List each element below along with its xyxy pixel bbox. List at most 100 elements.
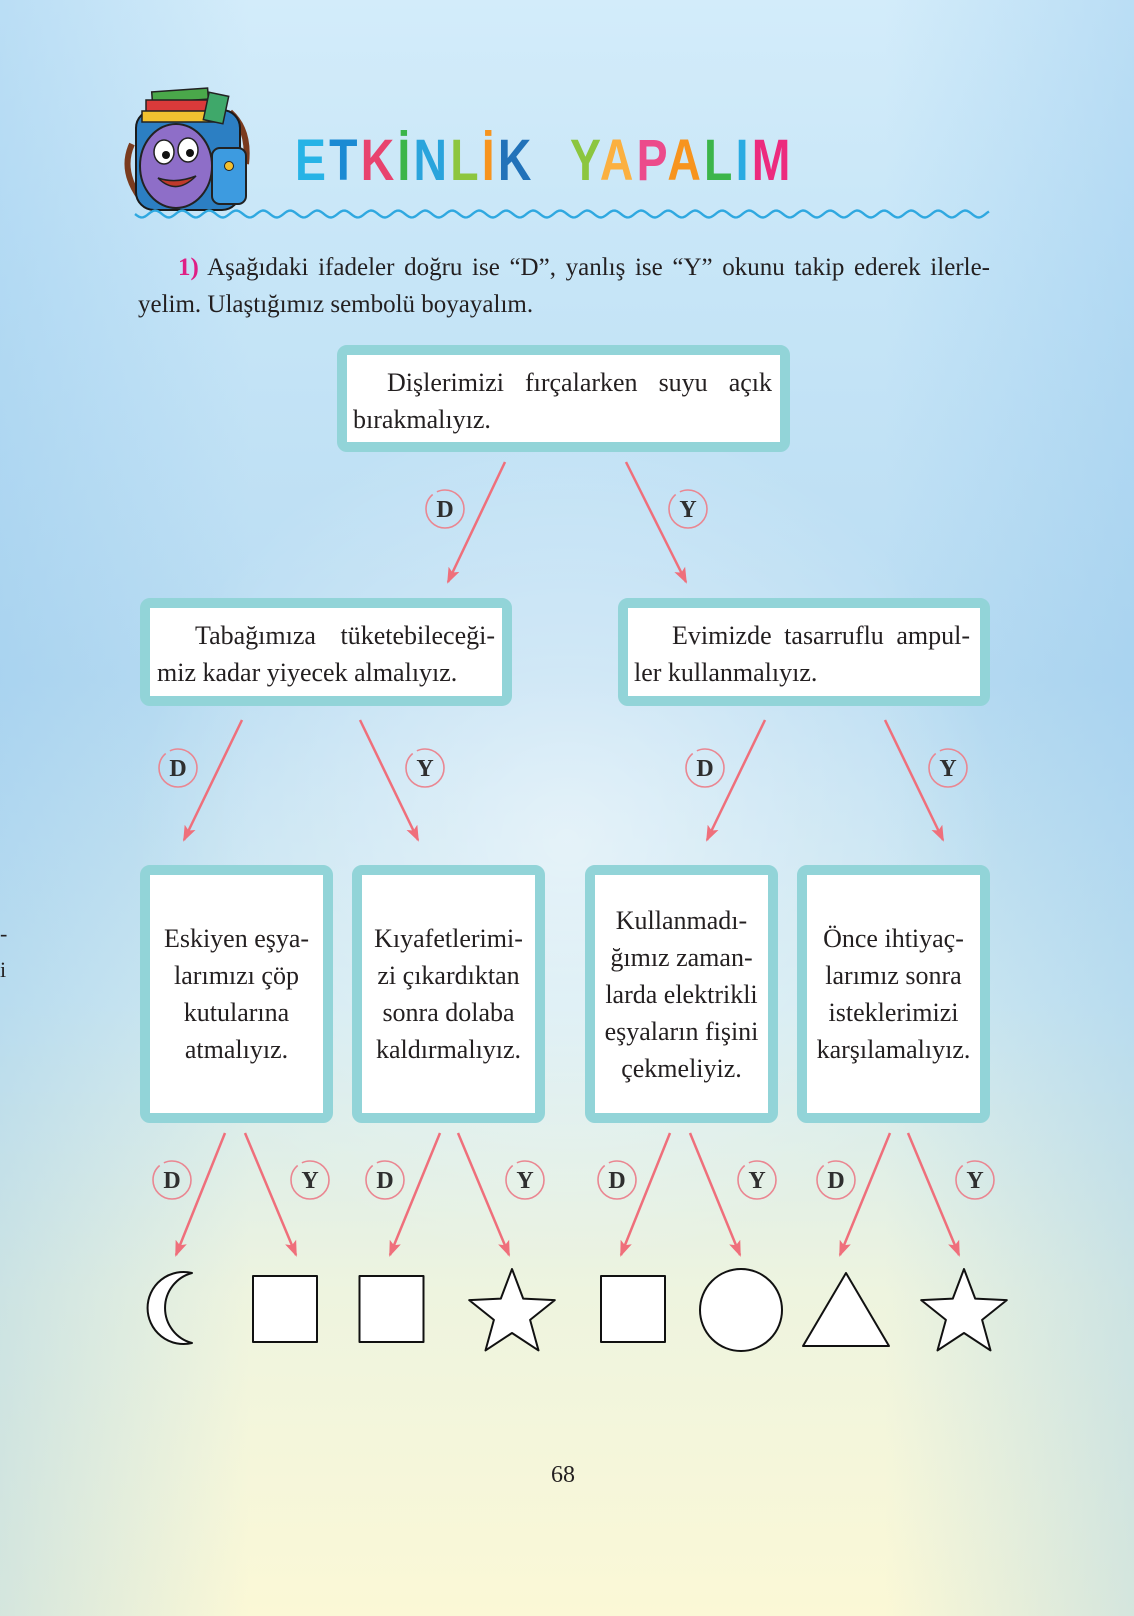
arrow-correct bbox=[174, 1132, 227, 1257]
wrong-label-text: Y bbox=[966, 1168, 983, 1194]
wrong-label-text: Y bbox=[939, 756, 956, 782]
wrong-label-text: Y bbox=[301, 1168, 318, 1194]
arrow-wrong bbox=[358, 719, 420, 842]
arrow-correct bbox=[182, 719, 244, 842]
statement-line: Tabağımıza tüketebileceği- bbox=[195, 621, 495, 650]
arrow-wrong bbox=[243, 1132, 298, 1257]
statement-line: atmalıyız. bbox=[184, 1035, 289, 1064]
correct-label-text: D bbox=[163, 1168, 180, 1194]
correct-label: D bbox=[685, 748, 725, 788]
wrong-label-text: Y bbox=[416, 756, 433, 782]
statement-line: çekmeliyiz. bbox=[621, 1053, 742, 1083]
wrong-label-text: Y bbox=[679, 497, 696, 523]
wrong-label: Y bbox=[737, 1160, 777, 1200]
wrong-label: Y bbox=[505, 1160, 545, 1200]
arrow-correct bbox=[619, 1132, 672, 1257]
title-letter: M bbox=[751, 128, 794, 193]
statement-line: ğımız zaman- bbox=[610, 942, 753, 972]
question-line: yelim. Ulaştığımız sembolü boyayalım. bbox=[138, 291, 534, 318]
arrow-wrong bbox=[456, 1132, 511, 1257]
wrong-label: Y bbox=[405, 748, 445, 788]
statement-box-level3: Kullanmadı- ğımız zaman- larda elektrikl… bbox=[585, 865, 778, 1123]
title-letter: L bbox=[450, 128, 482, 193]
arrow-wrong bbox=[883, 719, 945, 842]
correct-label: D bbox=[597, 1160, 637, 1200]
title-letter: A bbox=[599, 128, 637, 193]
statement-line: larımız sonra bbox=[825, 961, 962, 990]
margin-fragment: i bbox=[0, 957, 7, 982]
wrong-label: Y bbox=[668, 489, 708, 529]
statement-box-root: Dişlerimizi fırçalarken suyu açık bırakm… bbox=[337, 345, 790, 452]
answer-symbols bbox=[146, 1268, 1008, 1352]
statement-line: karşılamalıyız. bbox=[816, 1035, 971, 1064]
arrow-correct bbox=[446, 461, 507, 584]
title-letter: A bbox=[667, 128, 705, 193]
wrong-label: Y bbox=[290, 1160, 330, 1200]
statement-line: Eskiyen eşya- bbox=[163, 924, 310, 953]
square-symbol bbox=[252, 1275, 318, 1343]
statement-line: Önce ihtiyaç- bbox=[823, 924, 964, 953]
wrong-label-text: Y bbox=[516, 1168, 533, 1194]
arrow-wrong bbox=[624, 461, 688, 584]
title-letter: İ bbox=[397, 128, 414, 193]
question: 1) Aşağıdaki ifadeler doğru ise “D”, yan… bbox=[138, 249, 990, 323]
square-symbol bbox=[600, 1275, 666, 1343]
wrong-label-text: Y bbox=[748, 1168, 765, 1194]
statement-line: kutularına bbox=[183, 998, 290, 1027]
correct-label: D bbox=[425, 489, 465, 529]
square-symbol bbox=[358, 1275, 425, 1343]
circle-symbol bbox=[699, 1268, 783, 1352]
statement-line: Evimizde tasarruflu ampul- bbox=[672, 621, 970, 650]
correct-label: D bbox=[365, 1160, 405, 1200]
statement-line: ler kullanmalıyız. bbox=[634, 658, 818, 687]
statement-line: zi çıkardıktan bbox=[377, 961, 520, 990]
arrow-correct bbox=[705, 719, 767, 842]
correct-label-text: D bbox=[376, 1168, 393, 1194]
triangle-symbol bbox=[802, 1272, 890, 1347]
statement-line: kaldırmalıyız. bbox=[375, 1035, 522, 1064]
title-word: ETKİNLİK bbox=[295, 132, 535, 190]
title-letter: Y bbox=[570, 128, 600, 193]
statement-line: sonra dolaba bbox=[382, 998, 515, 1027]
correct-label: D bbox=[158, 748, 198, 788]
title-letter: K bbox=[497, 128, 535, 193]
statement-box-level2: Tabağımıza tüketebileceği- miz kadar yiy… bbox=[140, 598, 512, 706]
correct-label: D bbox=[152, 1160, 192, 1200]
title-letter: I bbox=[735, 128, 752, 193]
statement-line: miz kadar yiyecek almalıyız. bbox=[157, 658, 458, 687]
correct-label: D bbox=[816, 1160, 856, 1200]
question-line: 1) Aşağıdaki ifadeler doğru ise “D”, yan… bbox=[138, 249, 990, 286]
statement-line: isteklerimizi bbox=[828, 998, 959, 1027]
arrow-correct bbox=[838, 1132, 892, 1257]
wrong-label: Y bbox=[928, 748, 968, 788]
question-text: Aşağıdaki ifadeler doğru ise “D”, yanlış… bbox=[207, 254, 990, 281]
correct-label-text: D bbox=[696, 756, 713, 782]
statement-line: Dişlerimizi fırçalarken suyu açık bbox=[387, 368, 772, 397]
title-letter: E bbox=[295, 128, 330, 193]
title-letter: İ bbox=[481, 128, 498, 193]
statement-line: larda elektrikli bbox=[605, 979, 758, 1009]
title-letter: L bbox=[704, 128, 736, 193]
statement-box-level3: Eskiyen eşya- larımızı çöp kutularına at… bbox=[140, 865, 333, 1123]
wavy-divider bbox=[134, 209, 990, 219]
correct-label-text: D bbox=[827, 1168, 844, 1194]
wrong-label: Y bbox=[955, 1160, 995, 1200]
question-number: 1) bbox=[178, 254, 199, 281]
arrow-wrong bbox=[688, 1132, 742, 1257]
arrow-wrong bbox=[906, 1132, 961, 1257]
arrow-correct bbox=[388, 1132, 442, 1257]
crescent-symbol bbox=[146, 1271, 193, 1345]
correct-label-text: D bbox=[608, 1168, 625, 1194]
statement-line: larımızı çöp bbox=[174, 961, 299, 990]
statement-line: Kıyafetlerimi- bbox=[374, 924, 523, 953]
margin-fragment: - bbox=[0, 921, 8, 946]
title-word: YAPALIM bbox=[570, 132, 794, 190]
statement-box-level3: Önce ihtiyaç- larımız sonra isteklerimiz… bbox=[797, 865, 990, 1123]
title-letter: N bbox=[413, 128, 451, 193]
statement-box-level2: Evimizde tasarruflu ampul- ler kullanmal… bbox=[618, 598, 990, 706]
backpack-mascot-icon bbox=[124, 87, 250, 211]
statement-box-level3: Kıyafetlerimi- zi çıkardıktan sonra dola… bbox=[352, 865, 545, 1123]
star-symbol bbox=[468, 1268, 556, 1352]
star-symbol bbox=[920, 1268, 1008, 1352]
statement-line: Kullanmadı- bbox=[615, 905, 748, 935]
